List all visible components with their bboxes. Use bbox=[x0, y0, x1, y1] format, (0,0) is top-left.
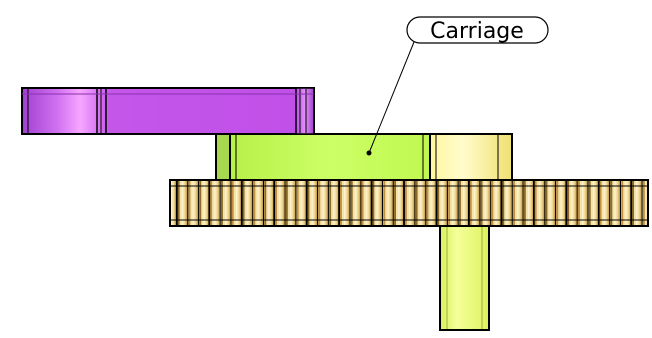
carriage bbox=[215, 133, 431, 181]
gear-tooth bbox=[257, 181, 264, 225]
gear-tooth bbox=[365, 181, 372, 225]
gear-tooth-shadow bbox=[415, 181, 418, 225]
gear-tooth-shadow bbox=[210, 181, 213, 225]
gear-tooth bbox=[203, 181, 210, 225]
gear-tooth bbox=[246, 181, 253, 225]
gear-tooth-shadow bbox=[480, 181, 483, 225]
gear-tooth bbox=[506, 181, 513, 225]
gear-tooth-shadow bbox=[253, 181, 256, 225]
gear-tooth bbox=[571, 181, 578, 225]
gear-tooth bbox=[430, 181, 437, 225]
gear-tooth-shadow bbox=[459, 181, 461, 225]
gear-tooth-shadow bbox=[188, 181, 191, 225]
gear-tooth bbox=[398, 181, 405, 225]
gear-tooth-shadow bbox=[534, 181, 537, 225]
gear-tooth-shadow bbox=[523, 181, 526, 225]
gear-tooth bbox=[517, 181, 524, 225]
gear-tooth-shadow bbox=[221, 181, 223, 225]
gear bbox=[169, 179, 649, 227]
gear-tooth-shadow bbox=[545, 181, 548, 225]
gear-tooth-shadow bbox=[567, 181, 570, 225]
gear-tooth bbox=[484, 181, 491, 225]
gear-tooth bbox=[376, 181, 383, 225]
callout-box bbox=[406, 16, 549, 44]
gear-tooth-shadow bbox=[448, 181, 451, 225]
gear-tooth bbox=[592, 181, 599, 225]
gear-tooth-shadow bbox=[275, 181, 277, 225]
gear-tooth-shadow bbox=[307, 181, 310, 225]
gear-tooth bbox=[625, 181, 632, 225]
gear-tooth bbox=[279, 181, 286, 225]
gear-tooth-shadow bbox=[610, 181, 613, 225]
gear-tooth-shadow bbox=[642, 181, 645, 225]
gear-tooth bbox=[560, 181, 567, 225]
gear-tooth bbox=[311, 181, 318, 225]
gear-tooth-shadow bbox=[578, 181, 580, 225]
gear-tooth bbox=[582, 181, 589, 225]
gear-tooth-shadow bbox=[231, 181, 234, 225]
gear-tooth bbox=[549, 181, 556, 225]
callout-leader-line bbox=[368, 41, 415, 154]
gear-tooth bbox=[387, 181, 394, 225]
gear-tooth-shadow bbox=[285, 181, 288, 225]
gear-tooth-shadow bbox=[491, 181, 494, 225]
gear-tooth-shadow bbox=[469, 181, 472, 225]
gear-tooth-shadow bbox=[264, 181, 267, 225]
gear-tooth bbox=[333, 181, 340, 225]
gear-tooth bbox=[538, 181, 545, 225]
gear-tooth bbox=[409, 181, 415, 225]
gear-tooth bbox=[452, 181, 459, 225]
shaft bbox=[439, 224, 490, 331]
gear-tooth bbox=[528, 181, 534, 225]
gear-tooth-shadow bbox=[350, 181, 353, 225]
gear-tooth-shadow bbox=[296, 181, 299, 225]
gear-tooth-shadow bbox=[361, 181, 364, 225]
gear-tooth bbox=[171, 181, 177, 225]
bearing-block bbox=[429, 133, 513, 181]
gear-tooth bbox=[441, 181, 448, 225]
gear-tooth-shadow bbox=[599, 181, 602, 225]
gear-tooth-shadow bbox=[372, 181, 375, 225]
gear-tooth-shadow bbox=[242, 181, 245, 225]
gear-tooth bbox=[473, 181, 480, 225]
gear-tooth bbox=[354, 181, 361, 225]
gear-tooth bbox=[322, 181, 329, 225]
gear-tooth bbox=[636, 181, 643, 225]
gear-tooth bbox=[495, 181, 502, 225]
gear-tooth bbox=[344, 181, 351, 225]
top-gear bbox=[21, 87, 315, 135]
gear-tooth-shadow bbox=[426, 181, 429, 225]
gear-tooth bbox=[214, 181, 221, 225]
gear-tooth-shadow bbox=[437, 181, 440, 225]
gear-tooth bbox=[225, 181, 232, 225]
gear-tooth bbox=[268, 181, 275, 225]
gear-tooth bbox=[290, 181, 296, 225]
gear-tooth-shadow bbox=[588, 181, 591, 225]
gear-tooth-shadow bbox=[632, 181, 634, 225]
gear-tooth-shadow bbox=[394, 181, 396, 225]
gear-tooth bbox=[181, 181, 188, 225]
gear-tooth-shadow bbox=[383, 181, 386, 225]
callout-label: Carriage bbox=[430, 19, 524, 44]
gear-tooth bbox=[192, 181, 199, 225]
gear-tooth-shadow bbox=[329, 181, 332, 225]
gear-teeth bbox=[171, 181, 645, 225]
gear-tooth bbox=[419, 181, 426, 225]
gear-tooth-shadow bbox=[502, 181, 505, 225]
gear-tooth-shadow bbox=[318, 181, 321, 225]
gear-tooth bbox=[235, 181, 242, 225]
gear-tooth-shadow bbox=[177, 181, 180, 225]
gear-tooth-shadow bbox=[513, 181, 515, 225]
carriage-callout: Carriage bbox=[368, 16, 549, 154]
gear-tooth-shadow bbox=[340, 181, 342, 225]
gear-tooth-shadow bbox=[556, 181, 559, 225]
gear-tooth-shadow bbox=[404, 181, 407, 225]
gear-tooth bbox=[614, 181, 621, 225]
gear-tooth-shadow bbox=[621, 181, 624, 225]
gear-tooth bbox=[603, 181, 610, 225]
gear-tooth bbox=[463, 181, 470, 225]
gear-tooth bbox=[300, 181, 307, 225]
gear-tooth-shadow bbox=[199, 181, 202, 225]
